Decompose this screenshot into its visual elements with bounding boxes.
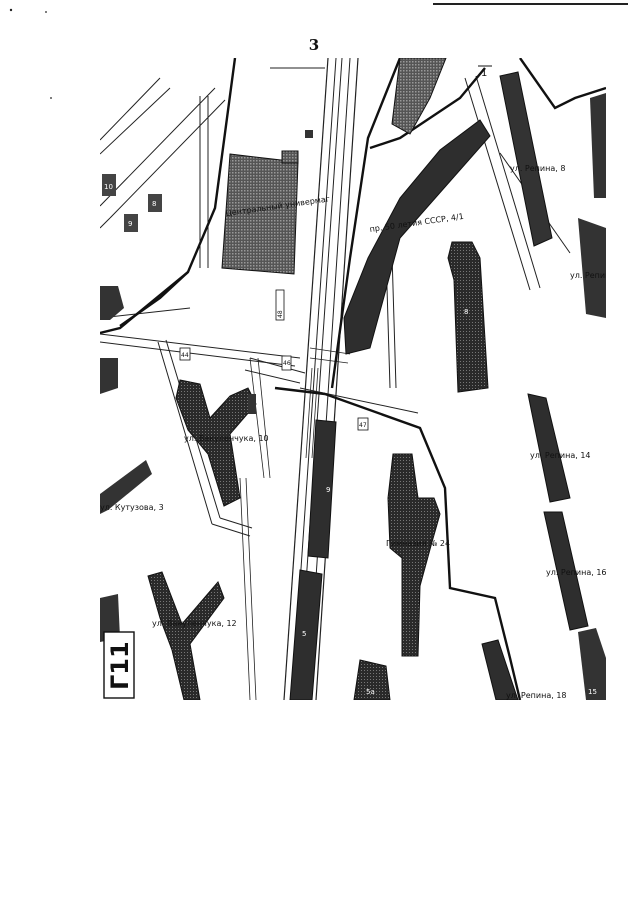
building-left-edge (100, 286, 124, 320)
buildings (100, 58, 606, 700)
building-kutuzova-3 (100, 460, 152, 514)
page-number: 3 (308, 36, 320, 54)
building-repina-18 (481, 639, 519, 700)
building-number: 15 (588, 688, 597, 696)
building-vakulenchuka-12 (147, 571, 225, 700)
stop-marker (357, 417, 369, 431)
stop-label: 48 (277, 310, 284, 318)
top-rule (433, 3, 628, 5)
building-number: 8 (152, 200, 156, 208)
univermag-building (221, 153, 299, 275)
stop-marker (281, 355, 292, 371)
sheet-code: Г11 (106, 641, 134, 690)
city-map: 44 46 47 48 1 Центральный универмаг пр. … (100, 58, 606, 700)
small-building (281, 150, 299, 164)
building-vakulenchuka-10 (175, 379, 257, 507)
ul-vakulenchuka-12-label: ул. Вакуленчука, 12 (152, 619, 237, 628)
building-5a (353, 659, 391, 700)
ul-kutuzova-3-label: ул. Кутузова, 3 (100, 503, 164, 512)
building-number: 9 (326, 486, 330, 494)
stop-label: 47 (359, 422, 367, 429)
ul-repina-14-label: ул. Репина, 14 (530, 451, 591, 460)
building-number: 9 (128, 220, 132, 228)
gimnaziya-label: Гимназия № 24 (386, 539, 450, 548)
building-repina-8 (499, 71, 553, 247)
district-boundaries (100, 58, 606, 700)
stop-marker (179, 347, 191, 361)
small-building (248, 394, 256, 414)
building-left-edge-2 (100, 358, 118, 394)
building-repina-right (578, 218, 606, 318)
ul-repina-right-label: ул. Репина (570, 271, 606, 280)
small-building (305, 130, 313, 138)
building-number: 10 (104, 183, 113, 191)
building-bottom-mid (289, 569, 323, 700)
stop-label: 46 (283, 360, 291, 367)
building-gimnaziya (387, 453, 441, 657)
building-left-mid (307, 419, 337, 559)
stop-marker (275, 289, 285, 321)
stop-markers: 44 46 47 48 (179, 289, 369, 431)
building-10 (102, 174, 116, 196)
building-50-letiya (343, 119, 491, 355)
sheet-marker: 1 (478, 65, 492, 79)
building-number: 5 (302, 630, 306, 638)
building-center-right (447, 241, 489, 393)
building-repina-14 (527, 393, 571, 503)
building-repina-16 (543, 511, 589, 631)
building-number: 8 (464, 308, 468, 316)
sheet-marker-number: 1 (481, 68, 487, 79)
building-numbers: 10 8 9 8 9 5 5а 15 (104, 183, 597, 696)
building-8 (148, 194, 162, 212)
sheet-code-box: Г11 (103, 631, 135, 699)
building-9 (124, 214, 138, 232)
building-number: 5а (366, 688, 375, 696)
building-edge (590, 93, 606, 198)
building-left-bottom (100, 594, 120, 642)
ul-repina-8-label: ул. Репина, 8 (510, 164, 565, 173)
ul-repina-16-label: ул. Репина, 16 (546, 568, 606, 577)
stop-label: 44 (181, 352, 189, 359)
ul-vakulenchuka-10-label: ул. Вакуленчука, 10 (184, 434, 269, 443)
building-15 (578, 628, 606, 700)
ul-repina-18-label: ул. Репина, 18 (506, 691, 567, 700)
building-top-right-strip (391, 58, 447, 135)
